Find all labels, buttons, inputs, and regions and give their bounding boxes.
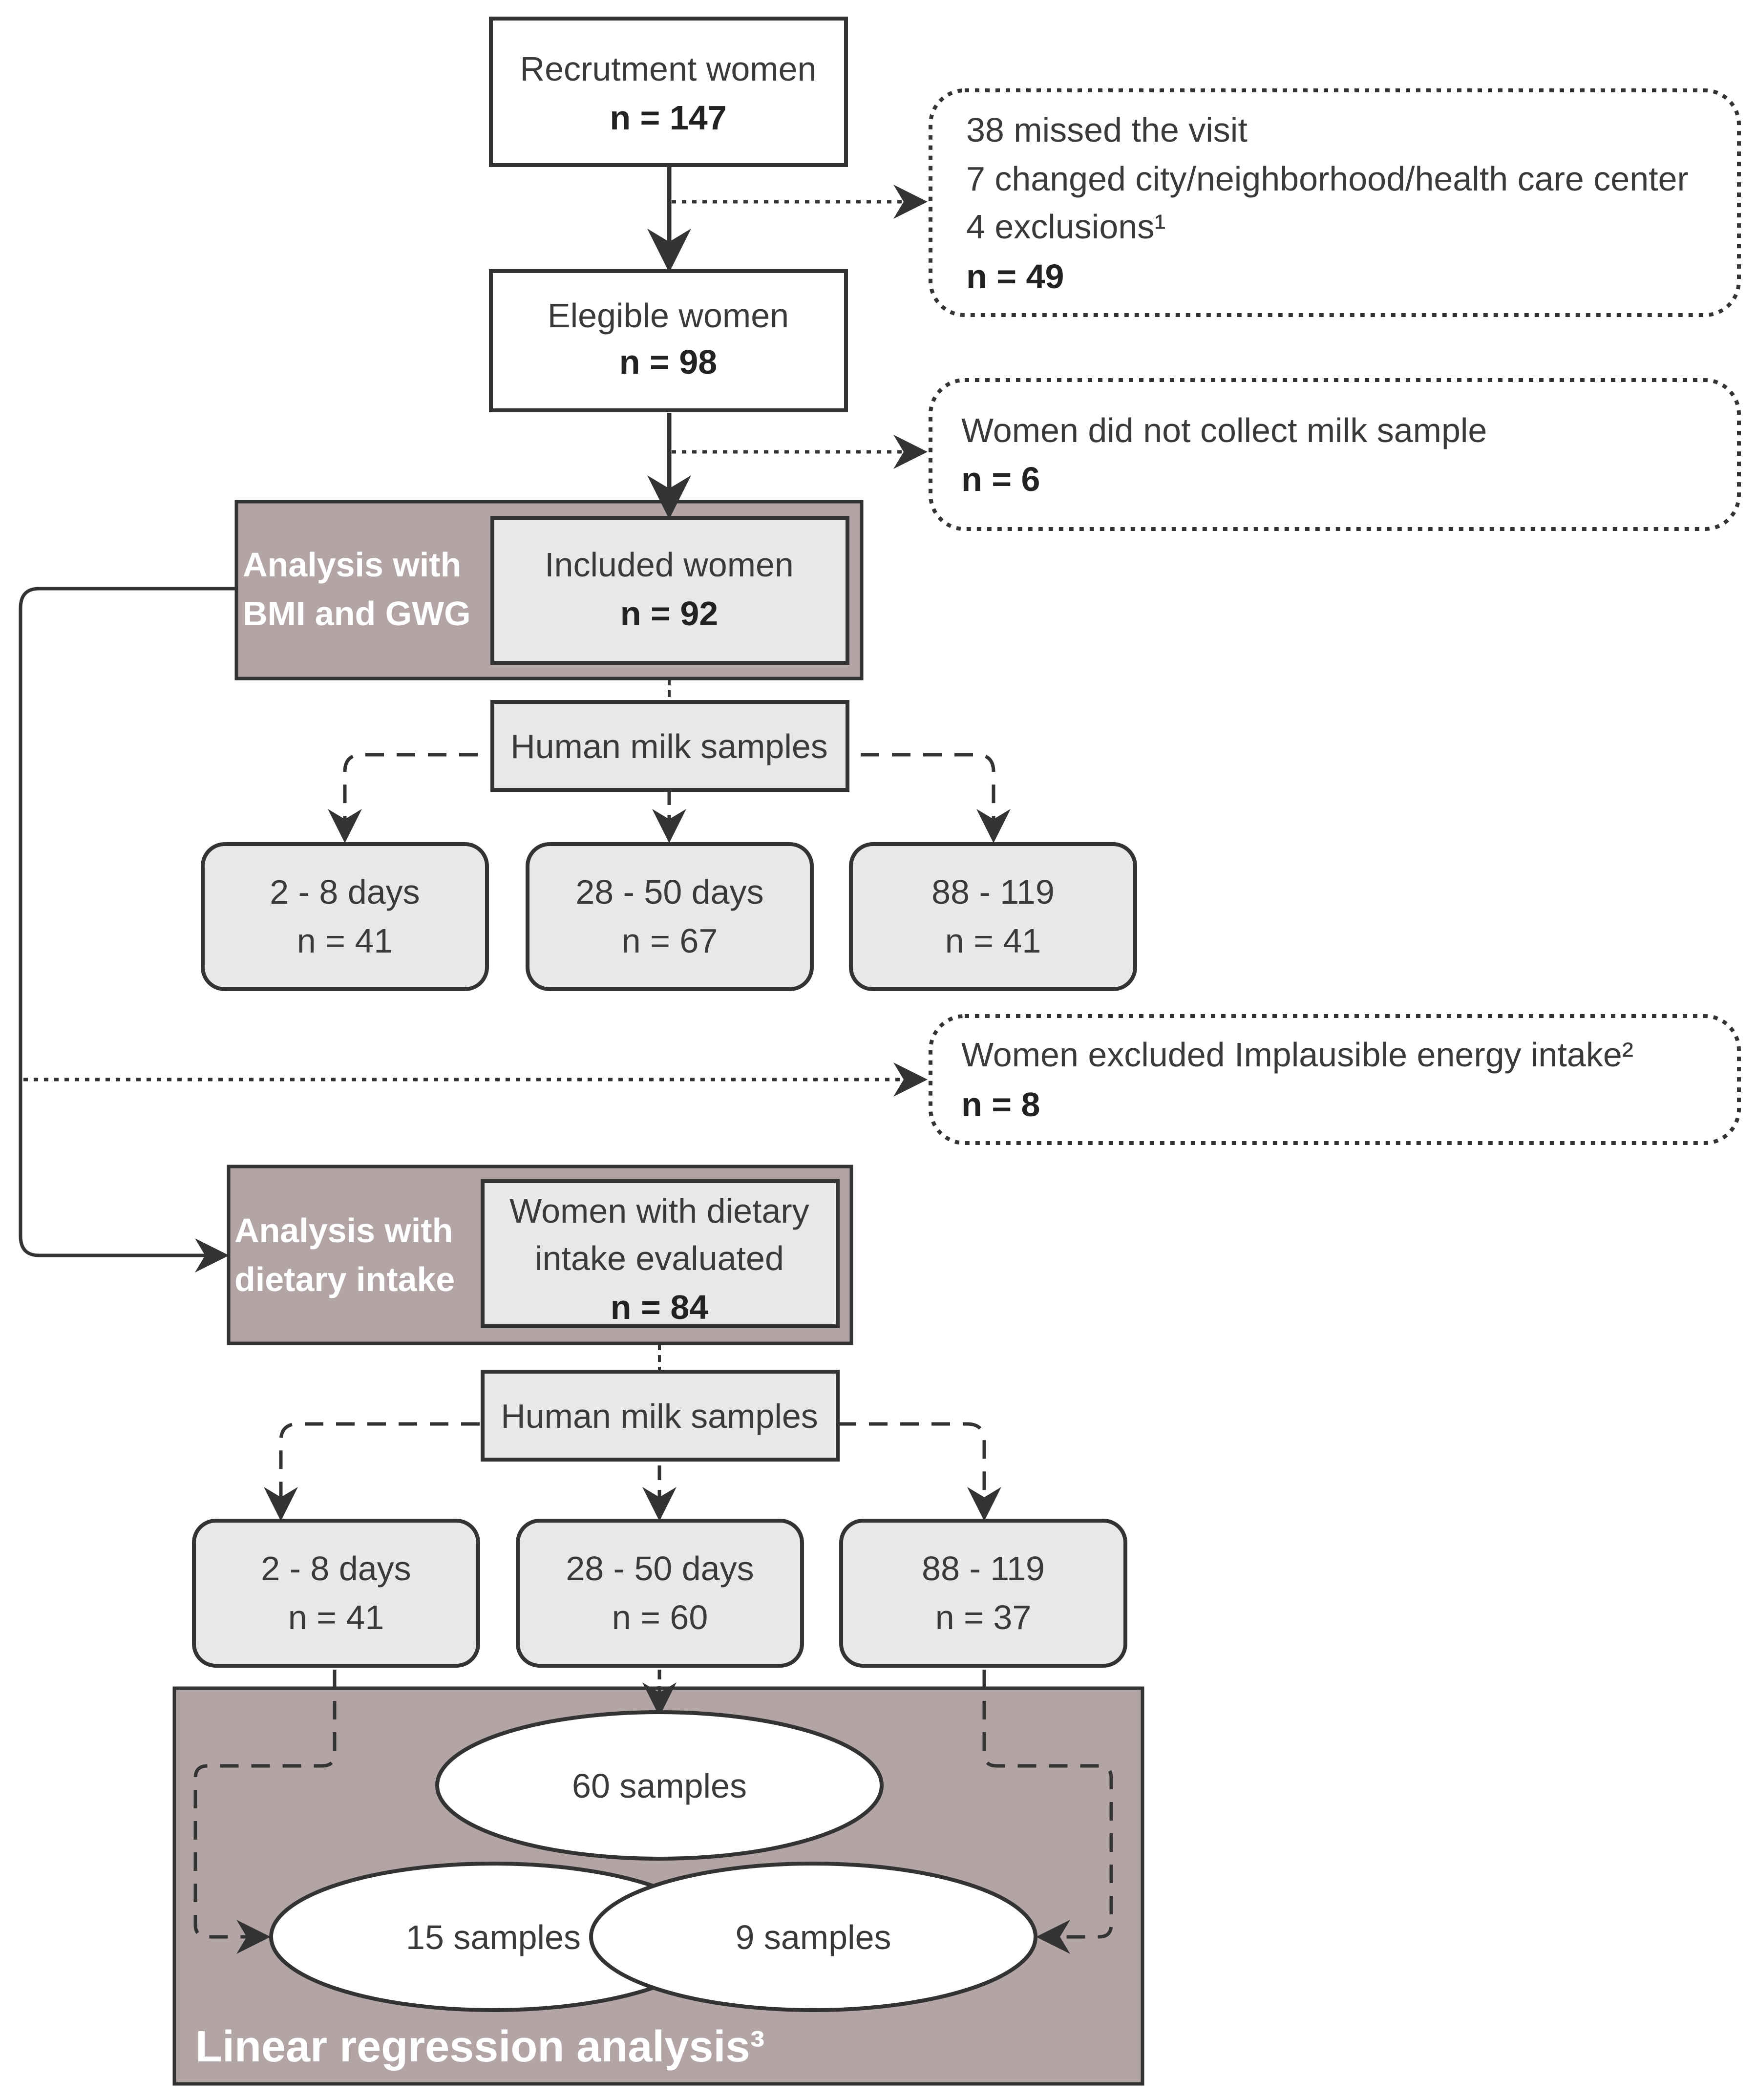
dietary-women-box [481,1179,840,1328]
period1-box-b [526,842,814,991]
exclusion3-box [929,1014,1741,1145]
ellipse-15-label: 15 samples [406,1918,581,1956]
period1-n-b: n = 67 [622,922,718,960]
period2-label-c: 88 - 119 [922,1549,1045,1588]
period2-label-b: 28 - 50 days [566,1549,754,1588]
analysis1-panel-line1: Analysis with [243,546,461,584]
eligible-box [489,269,848,412]
recruitment-box [489,17,848,167]
period2-box-b [516,1519,804,1668]
recruitment-label: Recrutment women [520,50,817,88]
ellipse-60-samples [435,1710,884,1861]
period2-label-a: 2 - 8 days [261,1549,411,1588]
exclusion2-box [929,378,1741,531]
included-women-n: n = 92 [620,594,718,633]
period1-label-a: 2 - 8 days [270,873,420,911]
exclusion3-label: Women excluded Implausible energy intake… [961,1036,1633,1074]
period2-box-a [192,1519,480,1668]
included-women-label: Included women [545,546,794,584]
exclusion2-label: Women did not collect milk sample [961,411,1487,449]
exclusion3-n: n = 8 [961,1085,1040,1124]
exclusion1-line3: 4 exclusions¹ [966,208,1166,246]
included-women-box [490,516,849,665]
eligible-label: Elegible women [548,297,789,335]
exclusion2-n: n = 6 [961,460,1040,498]
regression-title: Linear regression analysis³ [195,2022,765,2071]
milk-samples-label-1: Human milk samples [510,727,828,765]
period1-n-a: n = 41 [297,922,393,960]
ellipse-9-samples [589,1862,1037,2012]
milk-samples-label-2: Human milk samples [501,1397,818,1435]
exclusion1-box [929,88,1741,317]
analysis2-panel-line1: Analysis with [234,1211,453,1250]
ellipse-9-label: 9 samples [735,1918,891,1956]
period1-label-b: 28 - 50 days [575,873,763,911]
period1-box-c [849,842,1137,991]
period2-n-a: n = 41 [288,1598,384,1636]
exclusion1-line2: 7 changed city/neighborhood/health care … [966,160,1689,198]
period1-label-c: 88 - 119 [931,873,1055,911]
period2-n-c: n = 37 [935,1598,1032,1636]
analysis2-panel-line2: dietary intake [234,1260,455,1298]
period2-n-b: n = 60 [612,1598,708,1636]
dietary-women-n: n = 84 [611,1288,708,1326]
dietary-women-line1: Women with dietary [509,1192,809,1230]
dietary-women-line2: intake evaluated [535,1239,784,1277]
period1-n-c: n = 41 [945,922,1041,960]
exclusion1-line1: 38 missed the visit [966,111,1248,149]
period1-box-a [201,842,489,991]
analysis1-panel-line2: BMI and GWG [243,594,471,633]
period2-box-c [839,1519,1127,1668]
recruitment-n: n = 147 [610,99,726,137]
ellipse-60-label: 60 samples [572,1767,747,1805]
eligible-n: n = 98 [619,343,717,381]
milk-samples-box-2 [481,1370,840,1462]
arrow-analysis1-to-analysis2 [19,587,236,1273]
connectors [19,166,1113,1954]
exclusion1-n: n = 49 [966,257,1064,296]
milk-samples-box-1 [490,700,849,792]
